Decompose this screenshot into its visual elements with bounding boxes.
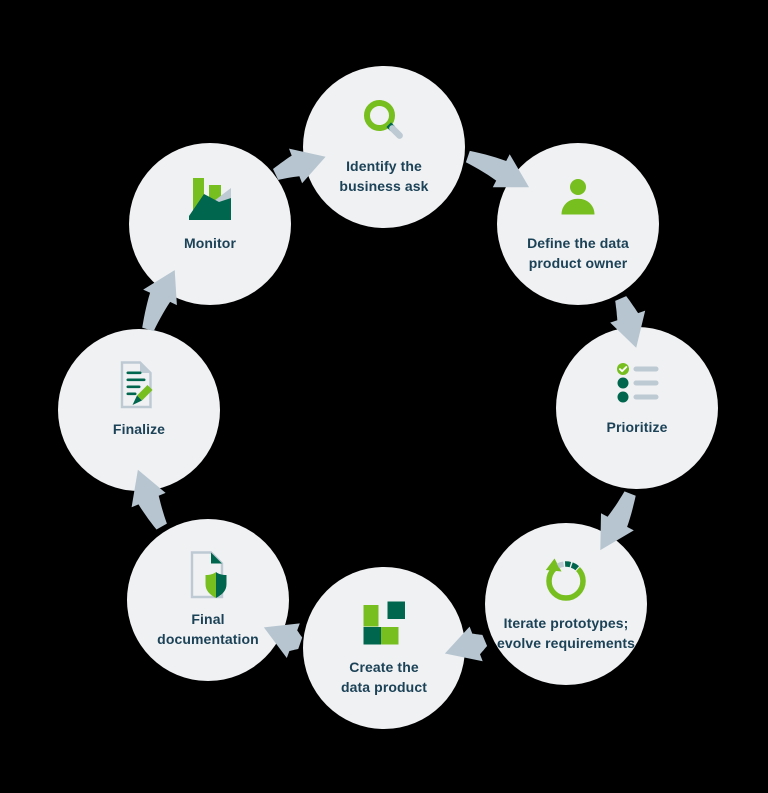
step-icon-box (555, 176, 601, 222)
step-circle-identify-business-ask: Identify the business ask (303, 66, 465, 228)
person-icon (561, 179, 595, 215)
squares-icon (363, 601, 405, 645)
step-circle-define-data-product-owner: Define the data product owner (497, 143, 659, 305)
step-circle-final-documentation: Final documentation (127, 519, 289, 681)
checklist-icon (617, 363, 659, 403)
step-icon-box (543, 556, 589, 602)
step-icon-box (188, 176, 232, 222)
step-label: Define the data product owner (527, 235, 629, 271)
step-label: Identify the business ask (339, 158, 429, 194)
document-pencil-icon (120, 361, 153, 409)
step-label: Create the data product (341, 659, 427, 695)
step-icon-box (116, 361, 162, 409)
step-icon-box (362, 600, 406, 646)
step-circle-monitor: Monitor (129, 143, 291, 305)
document-shield-icon (190, 551, 227, 599)
step-label: Iterate prototypes; evolve requirements (496, 615, 636, 651)
step-label: Final documentation (157, 611, 259, 647)
step-circle-finalize: Finalize (58, 329, 220, 491)
magnifier-icon (364, 100, 403, 139)
step-label: Prioritize (606, 419, 668, 435)
step-icon-box (361, 99, 407, 145)
step-icon-box (185, 551, 231, 599)
step-circle-create-data-product: Create the data product (303, 567, 465, 729)
cycle-arrows-icon (545, 558, 586, 601)
step-label: Finalize (112, 421, 166, 437)
step-circle-prioritize: Prioritize (556, 327, 718, 489)
step-label: Monitor (183, 235, 237, 251)
step-circle-iterate-prototypes: Iterate prototypes; evolve requirements (485, 523, 647, 685)
step-icon-box (614, 360, 660, 406)
bar-chart-icon (189, 178, 231, 220)
